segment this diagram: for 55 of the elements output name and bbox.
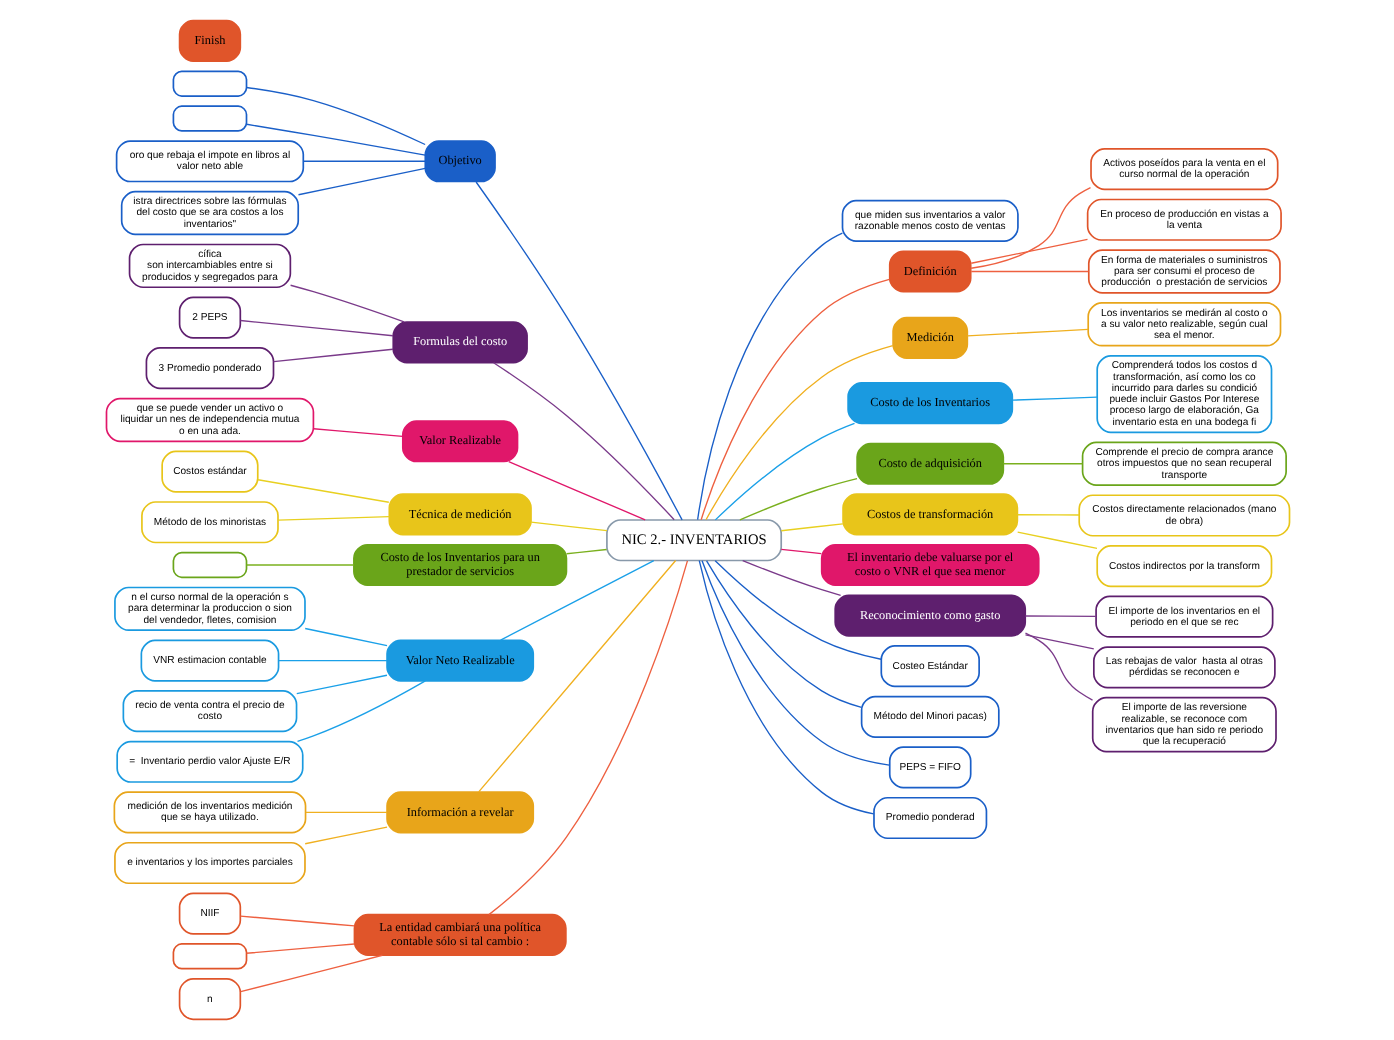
connector: [238, 319, 393, 337]
connector: [487, 560, 688, 916]
connector: [295, 674, 387, 695]
connector: [276, 515, 389, 521]
connector: [965, 328, 1088, 337]
connector: [969, 270, 1089, 273]
connector: [244, 123, 425, 156]
connector: [238, 954, 383, 993]
connector: [271, 348, 393, 363]
connector: [244, 86, 425, 146]
connector: [704, 345, 893, 521]
connector: [529, 521, 607, 532]
connector: [779, 523, 843, 532]
connector: [697, 559, 874, 815]
connector: [256, 479, 389, 503]
connector: [244, 564, 354, 566]
connector: [1001, 463, 1083, 465]
connector: [491, 362, 674, 521]
connector: [304, 811, 387, 814]
node-box: [171, 943, 247, 970]
connector: [312, 428, 403, 438]
connector: [1010, 396, 1097, 401]
connector: [507, 460, 645, 521]
connector: [1023, 632, 1093, 701]
connector: [1023, 615, 1096, 617]
connector: [1023, 634, 1094, 650]
connector: [498, 559, 654, 641]
connector: [704, 560, 862, 709]
connector: [779, 548, 821, 555]
node-box: [171, 105, 247, 132]
connector: [244, 943, 355, 954]
connector: [695, 232, 843, 521]
connector: [713, 560, 881, 660]
node-box: [171, 70, 247, 97]
connector: [238, 915, 355, 927]
connector: [713, 422, 855, 521]
connector: [969, 238, 1088, 264]
connector: [741, 559, 841, 596]
connector: [1016, 531, 1097, 550]
connector: [301, 160, 425, 162]
connector: [277, 659, 387, 662]
connector: [296, 167, 425, 196]
connector: [303, 627, 387, 647]
connector: [699, 278, 890, 521]
connector: [303, 826, 387, 845]
node-box: [171, 551, 247, 579]
connector: [477, 559, 676, 793]
connector: [288, 284, 404, 323]
connector: [474, 181, 682, 521]
connector: [700, 560, 889, 766]
connector: [738, 478, 857, 521]
connector: [969, 186, 1091, 269]
connector: [1016, 514, 1079, 516]
connector: [295, 680, 426, 743]
connector: [564, 548, 607, 555]
